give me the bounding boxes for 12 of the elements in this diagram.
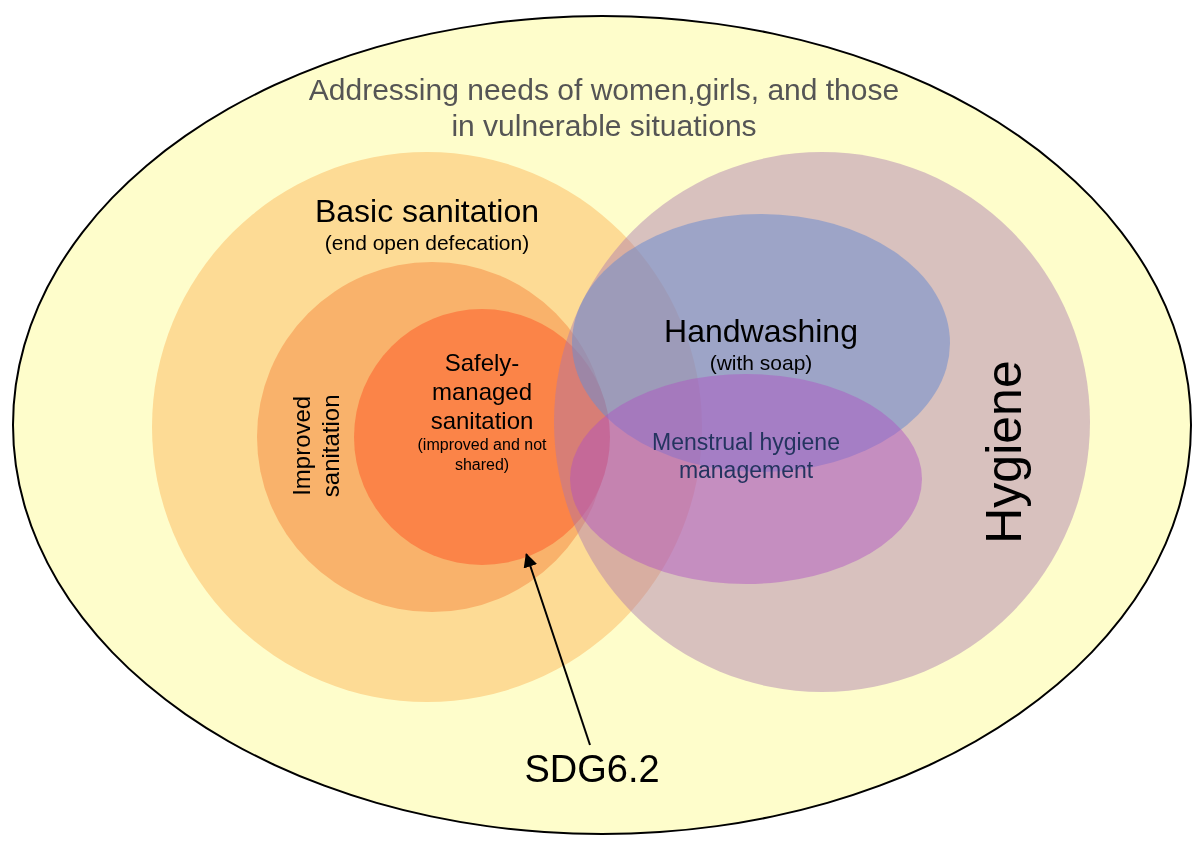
circle-note: (improved and not shared) — [416, 435, 548, 474]
circle-label: Hygiene — [975, 359, 1033, 546]
ellipse-subtitle: (with soap) — [708, 350, 814, 376]
circle-subtitle: (end open defecation) — [323, 230, 531, 256]
ellipse-label: Menstrual hygiene management — [651, 429, 841, 485]
callout-label: SDG6.2 — [523, 747, 661, 792]
circle-label: Improved sanitation — [288, 393, 345, 500]
ellipse-title: Handwashing — [663, 312, 859, 351]
arrow — [523, 552, 591, 746]
circle-title: Basic sanitation — [313, 192, 541, 231]
circle-label: Safely-managed sanitation — [429, 349, 535, 436]
group-title: Addressing needs of women,girls, and those in vulnerable situations — [307, 72, 901, 144]
